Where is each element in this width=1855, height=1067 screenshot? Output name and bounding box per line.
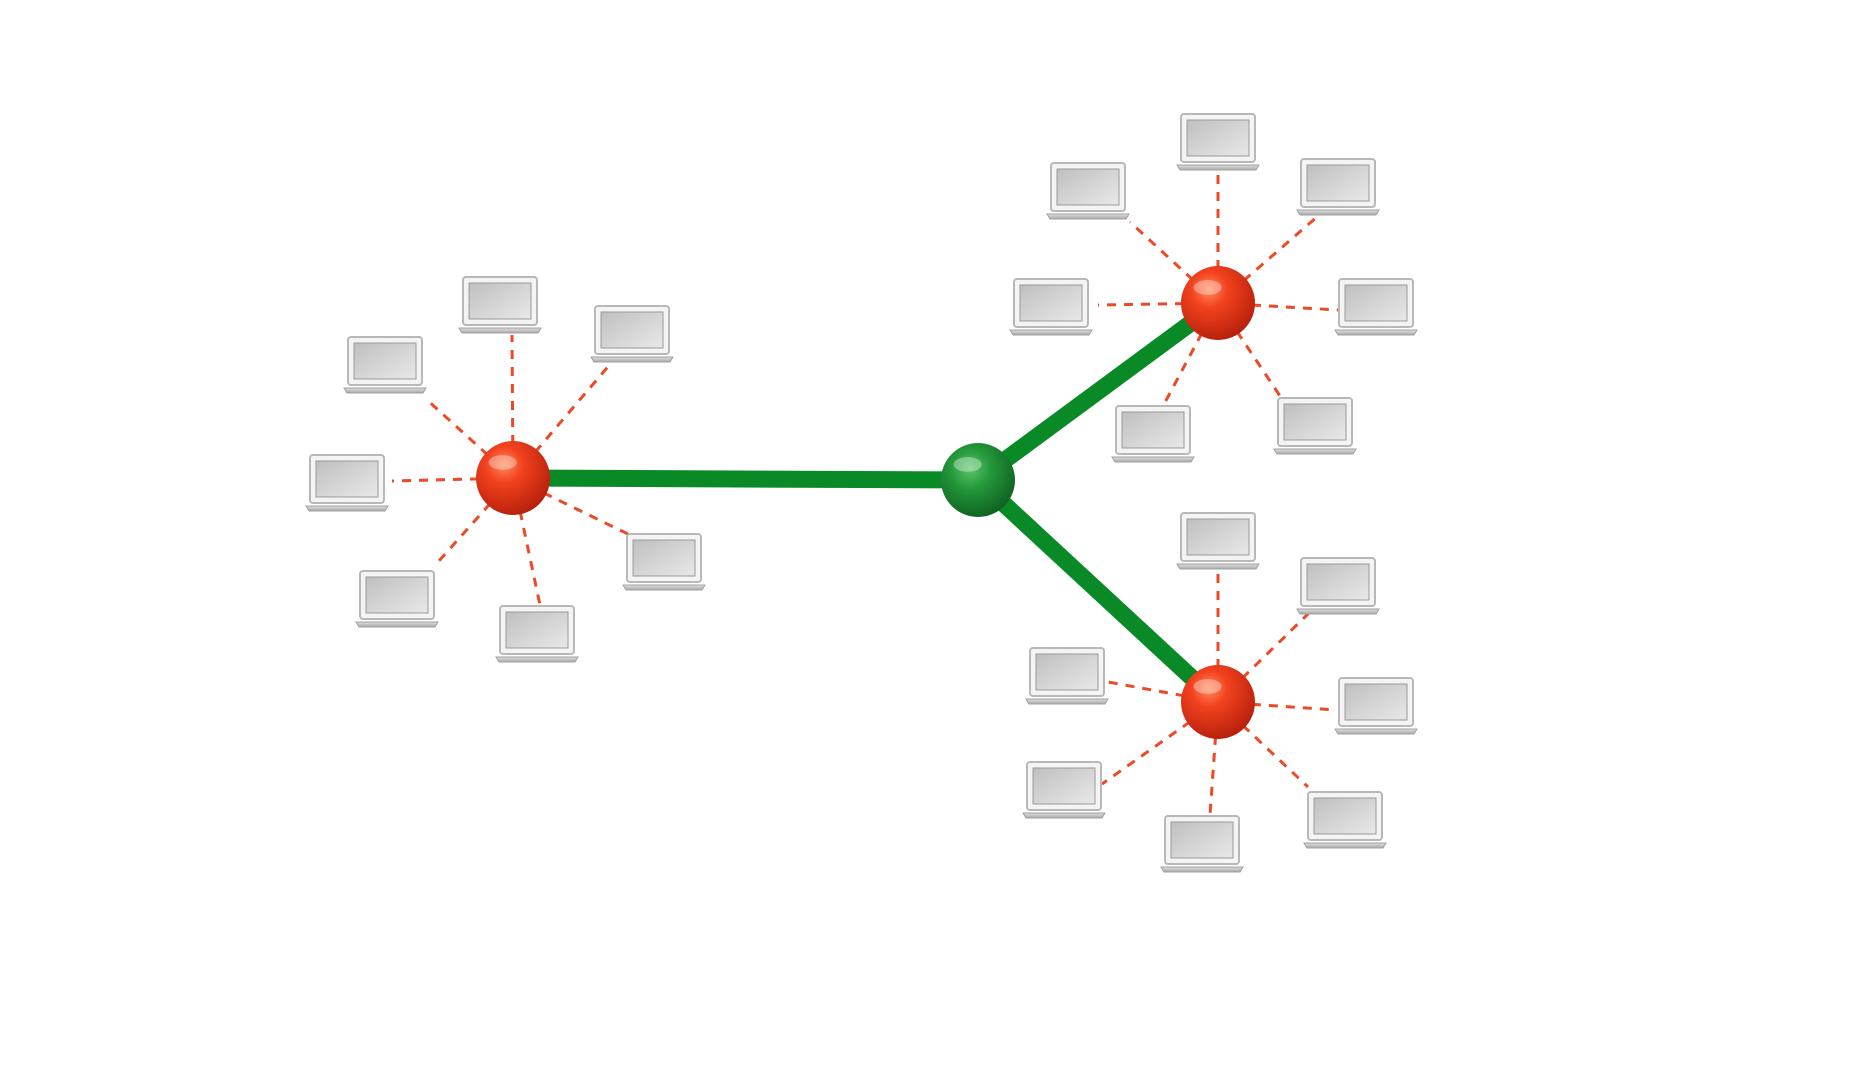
laptop-icon bbox=[1022, 761, 1106, 819]
laptop-icon bbox=[1160, 815, 1244, 873]
sphere-body bbox=[1181, 665, 1255, 739]
sphere-highlight bbox=[488, 455, 517, 470]
laptops bbox=[305, 113, 1418, 873]
laptop-screen bbox=[1344, 683, 1408, 721]
laptop-base bbox=[1334, 329, 1418, 336]
laptop-screen bbox=[315, 460, 379, 498]
sphere-highlight bbox=[953, 457, 982, 472]
laptop-icon bbox=[305, 454, 389, 512]
laptop-base bbox=[622, 584, 706, 591]
laptop-icon bbox=[495, 605, 579, 663]
laptop-base bbox=[1334, 728, 1418, 735]
laptop-screen bbox=[1313, 797, 1377, 835]
laptop-screen bbox=[1056, 168, 1120, 206]
laptop-icon bbox=[1111, 405, 1195, 463]
laptop-icon bbox=[458, 276, 542, 334]
laptop-base bbox=[1296, 209, 1380, 216]
laptop-base bbox=[1303, 842, 1387, 849]
sphere-highlight bbox=[1193, 679, 1222, 694]
laptop-base bbox=[355, 621, 439, 628]
laptop-icon bbox=[1334, 677, 1418, 735]
sphere-body bbox=[941, 443, 1015, 517]
backbone-link-hub-top-right bbox=[969, 294, 1227, 489]
laptop-icon bbox=[1046, 162, 1130, 220]
laptop-screen bbox=[1344, 284, 1408, 322]
laptop-icon bbox=[590, 305, 674, 363]
sphere-highlight bbox=[1193, 280, 1222, 295]
laptop-icon bbox=[1025, 647, 1109, 705]
red-sphere-icon bbox=[476, 441, 550, 515]
laptop-icon bbox=[343, 336, 427, 394]
laptop-screen bbox=[1032, 767, 1096, 805]
laptop-base bbox=[1022, 812, 1106, 819]
laptop-base bbox=[590, 356, 674, 363]
laptop-screen bbox=[505, 611, 569, 649]
laptop-base bbox=[343, 387, 427, 394]
backbone-links bbox=[504, 294, 1227, 711]
laptop-screen bbox=[1186, 518, 1250, 556]
sphere-body bbox=[476, 441, 550, 515]
red-sphere-icon bbox=[1181, 665, 1255, 739]
laptop-screen bbox=[1035, 653, 1099, 691]
red-sphere-icon bbox=[1181, 266, 1255, 340]
laptop-base bbox=[1273, 448, 1357, 455]
laptop-screen bbox=[468, 282, 532, 320]
laptop-base bbox=[1046, 213, 1130, 220]
laptop-icon bbox=[622, 533, 706, 591]
laptop-screen bbox=[1019, 284, 1083, 322]
laptop-screen bbox=[353, 342, 417, 380]
laptop-icon bbox=[1303, 791, 1387, 849]
laptop-base bbox=[1111, 456, 1195, 463]
green-sphere-icon bbox=[941, 443, 1015, 517]
laptop-icon bbox=[1009, 278, 1093, 336]
laptop-base bbox=[1009, 329, 1093, 336]
laptop-base bbox=[1025, 698, 1109, 705]
network-nodes bbox=[476, 266, 1255, 739]
laptop-base bbox=[1160, 866, 1244, 873]
laptop-screen bbox=[365, 576, 429, 614]
sphere-body bbox=[1181, 266, 1255, 340]
laptop-screen bbox=[1186, 119, 1250, 157]
laptop-base bbox=[495, 656, 579, 663]
laptop-screen bbox=[1121, 411, 1185, 449]
laptop-icon bbox=[1176, 512, 1260, 570]
laptop-icon bbox=[1176, 113, 1260, 171]
backbone-link-hub-left bbox=[504, 469, 987, 489]
laptop-base bbox=[1296, 608, 1380, 615]
laptop-screen bbox=[1283, 403, 1347, 441]
laptop-screen bbox=[1306, 563, 1370, 601]
laptop-base bbox=[305, 505, 389, 512]
laptop-screen bbox=[632, 539, 696, 577]
laptop-icon bbox=[1273, 397, 1357, 455]
laptop-screen bbox=[600, 311, 664, 349]
laptop-base bbox=[1176, 563, 1260, 570]
laptop-screen bbox=[1306, 164, 1370, 202]
laptop-screen bbox=[1170, 821, 1234, 859]
laptop-base bbox=[458, 327, 542, 334]
laptop-base bbox=[1176, 164, 1260, 171]
backbone-link-hub-bottom-right bbox=[969, 471, 1227, 711]
laptop-icon bbox=[1296, 158, 1380, 216]
laptop-icon bbox=[1296, 557, 1380, 615]
laptop-icon bbox=[355, 570, 439, 628]
laptop-icon bbox=[1334, 278, 1418, 336]
